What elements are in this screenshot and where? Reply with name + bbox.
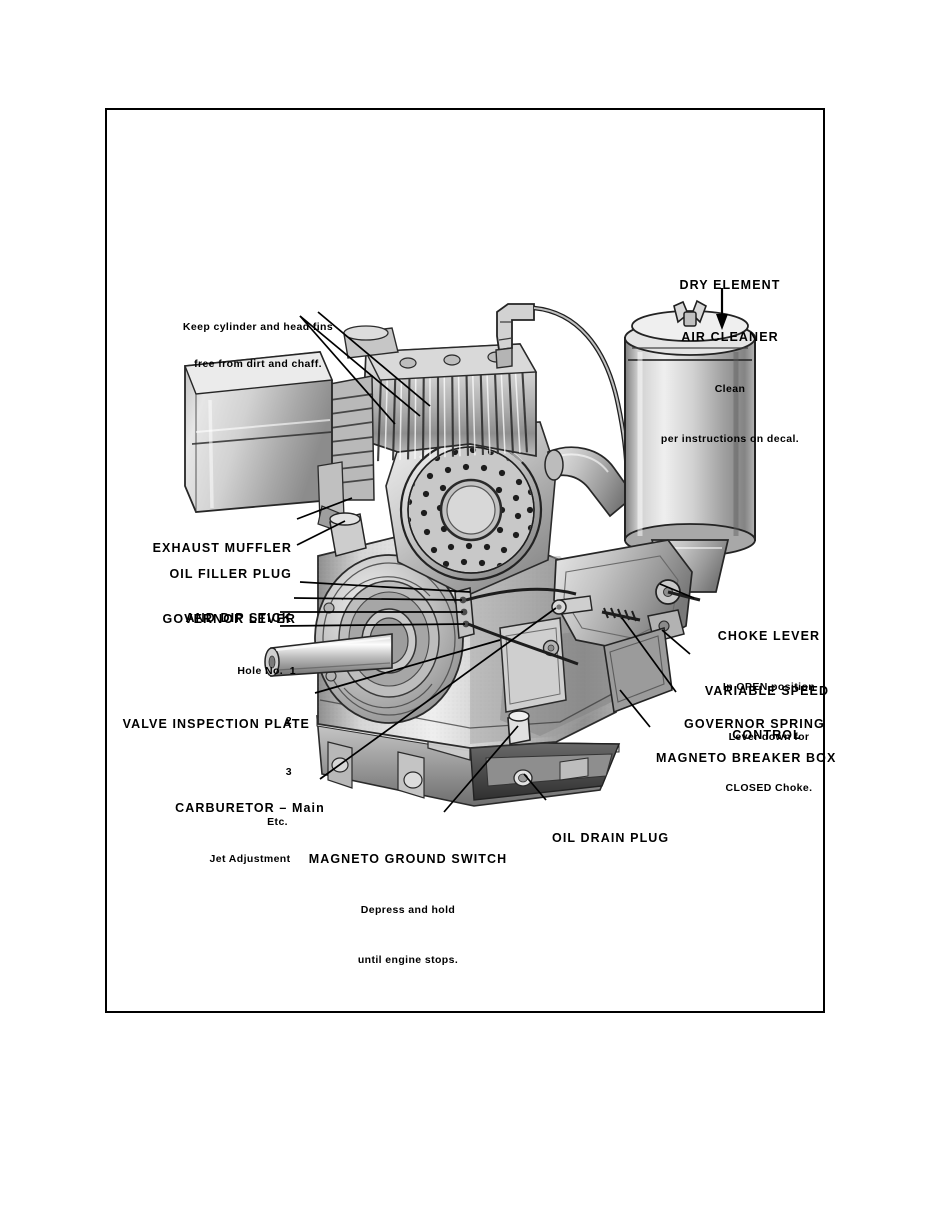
callout-variable-speed-control: VARIABLE SPEED CONTROL [692, 654, 842, 772]
governor-spring-text: GOVERNOR SPRING [684, 716, 825, 731]
leader-hole-1 [293, 597, 463, 601]
air-cleaner-line-4: per instructions on decal. [660, 432, 800, 445]
governor-hole-2: 2 [285, 715, 292, 728]
valve-inspection-plate-part [499, 617, 567, 713]
choke-line-1: CHOKE LEVER [717, 628, 821, 643]
callout-governor-lever: GOVERNOR LEVER Hole No. 1 2 3 Etc. [108, 574, 296, 866]
keep-fins-line-1: Keep cylinder and head fins [182, 320, 334, 333]
air-cleaner-line-2: AIR CLEANER [681, 330, 779, 345]
governor-hole-etc: Etc. [267, 815, 288, 828]
governor-hole-1: Hole No. 1 [237, 665, 296, 678]
callout-magneto-ground-switch: MAGNETO GROUND SWITCH Depress and hold u… [300, 814, 516, 1005]
air-cleaner-arrowhead [716, 314, 728, 330]
blower-housing [385, 421, 557, 597]
magneto-ground-switch-part [507, 710, 531, 745]
callout-exhaust-muffler: EXHAUST MUFFLER [108, 511, 292, 585]
leader-oil-drain [523, 773, 547, 801]
carburetor-line-2: Jet Adjustment [209, 853, 291, 866]
carburetor-line-1: CARBURETOR – Main [175, 800, 325, 815]
oil-filler-plug-part [329, 512, 367, 557]
callout-keep-fins-clean: Keep cylinder and head fins free from di… [158, 296, 358, 395]
leader-magneto-ground [443, 725, 519, 813]
leader-variable-speed [661, 629, 691, 655]
leader-carburetor [319, 607, 557, 780]
carburetor-assembly [454, 539, 701, 666]
callout-oil-filler-plug: OIL FILLER PLUG AND DIP STICK [108, 537, 292, 655]
choke-lever-part [655, 579, 701, 605]
air-cleaner-line-1: DRY ELEMENT [679, 277, 781, 292]
carburetor-main-jet-screw [551, 595, 593, 615]
valve-inspection-text: VALVE INSPECTION PLATE [122, 716, 310, 731]
callout-governor-spring: GOVERNOR SPRING [684, 687, 874, 761]
oil-filler-line-2: AND DIP STICK [185, 610, 292, 625]
spark-plug-boot [496, 303, 535, 352]
governor-spring-part [601, 607, 641, 622]
choke-line-4: CLOSED Choke. [725, 781, 813, 794]
oil-filler-line-1: OIL FILLER PLUG [169, 566, 292, 581]
leader-keep-fins-b [299, 315, 396, 425]
choke-line-3: Lever down for [728, 731, 810, 744]
leader-lines [279, 288, 728, 813]
choke-line-2: In OPEN position [722, 681, 816, 694]
governor-hole-3: 3 [285, 765, 292, 778]
leader-magneto-breaker [619, 689, 651, 728]
leader-valve-plate [314, 639, 501, 694]
crankshaft-pto [264, 633, 393, 677]
oil-drain-text: OIL DRAIN PLUG [552, 830, 670, 845]
cylinder-head-fins [361, 343, 538, 462]
wing-nut [673, 299, 707, 327]
callout-oil-drain-plug: OIL DRAIN PLUG [552, 801, 732, 875]
magneto-breaker-text: MAGNETO BREAKER BOX [656, 750, 837, 765]
leader-governor-spring [621, 617, 677, 693]
leader-keep-fins-c [317, 311, 431, 407]
leader-governor-lever [299, 581, 471, 593]
magneto-ground-line-3: until engine stops. [357, 954, 459, 967]
magneto-ground-line-1: MAGNETO GROUND SWITCH [308, 851, 508, 866]
callout-magneto-breaker-box: MAGNETO BREAKER BOX [656, 721, 866, 795]
leader-exhaust-muffler [296, 497, 353, 520]
callout-choke-lever: CHOKE LEVER In OPEN position Lever down … [694, 591, 844, 832]
variable-speed-line-2: CONTROL [732, 727, 802, 742]
intake-manifold [544, 446, 636, 518]
governor-lever-text: GOVERNOR LEVER [162, 611, 296, 626]
air-cleaner-line-3: Clean [714, 382, 746, 395]
leader-oil-filler [296, 520, 346, 546]
variable-speed-line-1: VARIABLE SPEED [704, 683, 830, 698]
keep-fins-line-2: free from dirt and chaff. [194, 357, 322, 370]
magneto-ground-line-2: Depress and hold [360, 904, 456, 917]
exhaust-muffler-part [184, 351, 357, 537]
callout-carburetor: CARBURETOR – Main Jet Adjustment [170, 763, 330, 903]
leader-hole-3 [279, 623, 466, 627]
exhaust-muffler-text: EXHAUST MUFFLER [152, 540, 292, 555]
callout-dry-element-air-cleaner: DRY ELEMENT AIR CLEANER Clean per instru… [630, 240, 830, 483]
engine-assembly [184, 299, 756, 807]
callout-valve-inspection-plate: VALVE INSPECTION PLATE [94, 687, 310, 761]
leader-keep-fins-a [299, 315, 421, 417]
blower-screen-perforations [409, 448, 533, 572]
leader-choke-lever [659, 583, 695, 599]
